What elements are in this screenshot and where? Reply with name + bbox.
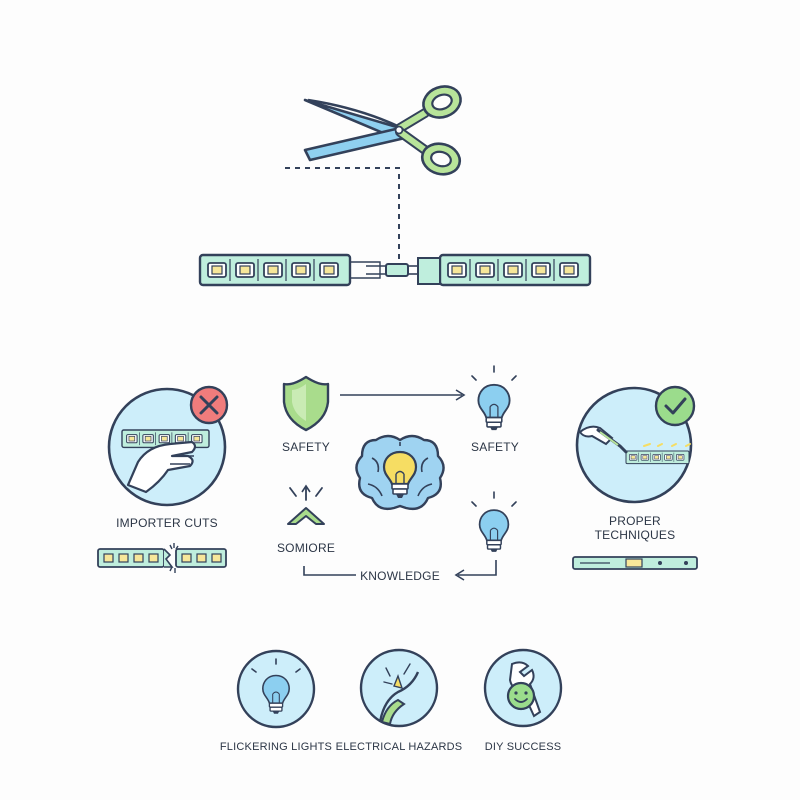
scissors-icon: [303, 85, 462, 176]
knowledge-loop-arrows: [303, 560, 497, 581]
arrow-safety-to-safety: [340, 389, 466, 401]
safety-bulb-label: SAFETY: [471, 440, 519, 454]
x-icon: [189, 385, 229, 425]
shield-icon: [282, 375, 330, 432]
tool-strip-icon: [572, 556, 698, 570]
diy-success-circle: [483, 648, 563, 728]
lightbulb-icon: [471, 365, 517, 432]
lightbulb-icon-2: [471, 491, 517, 553]
smiley-icon: [506, 681, 536, 711]
somiore-label: SOMIORE: [276, 541, 336, 555]
led-strip-right: [417, 253, 592, 287]
strip-connector: [366, 263, 420, 277]
hand-icon: [126, 440, 197, 494]
electrical-hazards-label: ELECTRICAL HAZARDS: [335, 741, 463, 753]
broken-strip-icon: [97, 543, 227, 573]
check-icon: [654, 385, 696, 427]
safety-shield-label: SAFETY: [282, 440, 330, 454]
proper-techniques-label-line1: PROPER: [609, 514, 661, 528]
brain-icon: [355, 434, 445, 511]
knowledge-label: KNOWLEDGE: [360, 569, 440, 583]
cut-line: [285, 167, 400, 268]
flickering-lights-circle: [236, 649, 316, 729]
led-strip-left: [198, 253, 381, 287]
proper-techniques-label-line2: TECHNIQUES: [594, 528, 676, 542]
diy-success-label: DIY SUCCESS: [484, 741, 562, 753]
electrical-hazards-circle: [359, 648, 439, 728]
arrows-icon: [287, 484, 325, 525]
soldering-iron-icon: [578, 425, 628, 454]
flickering-lights-label: FLICKERING LIGHTS: [219, 741, 333, 753]
spark-icon: [383, 663, 411, 689]
importer-cuts-label: IMPORTER CUTS: [116, 516, 218, 530]
